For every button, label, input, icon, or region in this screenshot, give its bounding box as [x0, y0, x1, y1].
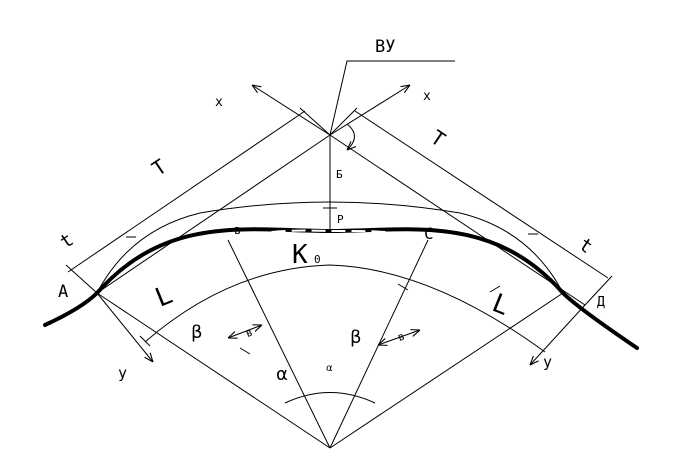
- beta-label-right: β: [350, 327, 362, 348]
- t-dimension-right: [354, 110, 609, 279]
- x-label-left: x: [215, 95, 223, 110]
- vertex-angle-arc: [347, 123, 355, 150]
- tick-3: [397, 283, 409, 291]
- k0-subscript: 0: [314, 253, 321, 266]
- tick-4: [489, 285, 501, 293]
- tick-2: [239, 347, 251, 355]
- b-dim-left: [228, 325, 262, 338]
- y-axis-left: [96, 292, 153, 362]
- road-curve-dashed: [231, 229, 429, 239]
- k0-label: K: [292, 240, 308, 270]
- radius-left-a: [96, 292, 331, 449]
- beta-label-left: β: [191, 322, 203, 343]
- b-label-left: в: [244, 326, 255, 341]
- lower-dimension-arc: [144, 264, 546, 353]
- l-label-right: L: [488, 288, 514, 322]
- radius-right-d: [329, 292, 564, 449]
- t-small-left: t: [56, 229, 78, 254]
- t-ext-left-a: [65, 264, 98, 294]
- y-axis-right: [530, 304, 586, 365]
- t-ext-right-b: [584, 275, 613, 306]
- point-d-label: Д: [597, 295, 605, 310]
- t-small-right: t: [575, 234, 597, 259]
- p-label: Р: [337, 213, 344, 226]
- alpha-label: α: [276, 364, 288, 385]
- point-a-label: А: [58, 282, 68, 302]
- t-label-left: Т: [148, 154, 171, 181]
- x-axis-left: [252, 85, 331, 136]
- b-dim-right: [378, 330, 420, 345]
- road-curve: [43, 227, 639, 350]
- y-label-right: у: [543, 353, 552, 371]
- radius-left-b: [227, 239, 331, 449]
- t-dimension-left: [67, 110, 306, 273]
- alpha-arc: [284, 392, 376, 404]
- l-label-left: L: [151, 280, 177, 314]
- vertex-label: ВУ: [375, 37, 395, 57]
- bisector-label: Б: [336, 168, 343, 181]
- t-ext-left-b: [299, 107, 331, 136]
- point-c-label: С: [424, 224, 434, 243]
- vertex-leader: [329, 60, 455, 136]
- point-b-label: в: [234, 223, 241, 237]
- tangent-line-left: [96, 134, 331, 294]
- t-label-right: Т: [426, 125, 449, 152]
- tick-1: [139, 335, 151, 347]
- y-label-left: у: [118, 364, 127, 382]
- alpha-small-label: α: [326, 363, 333, 374]
- tangent-line-right: [329, 134, 586, 306]
- b-label-right: в: [396, 330, 407, 345]
- x-axis-right: [329, 85, 410, 136]
- t-ext-right-a: [329, 107, 358, 136]
- x-label-right: x: [423, 89, 431, 104]
